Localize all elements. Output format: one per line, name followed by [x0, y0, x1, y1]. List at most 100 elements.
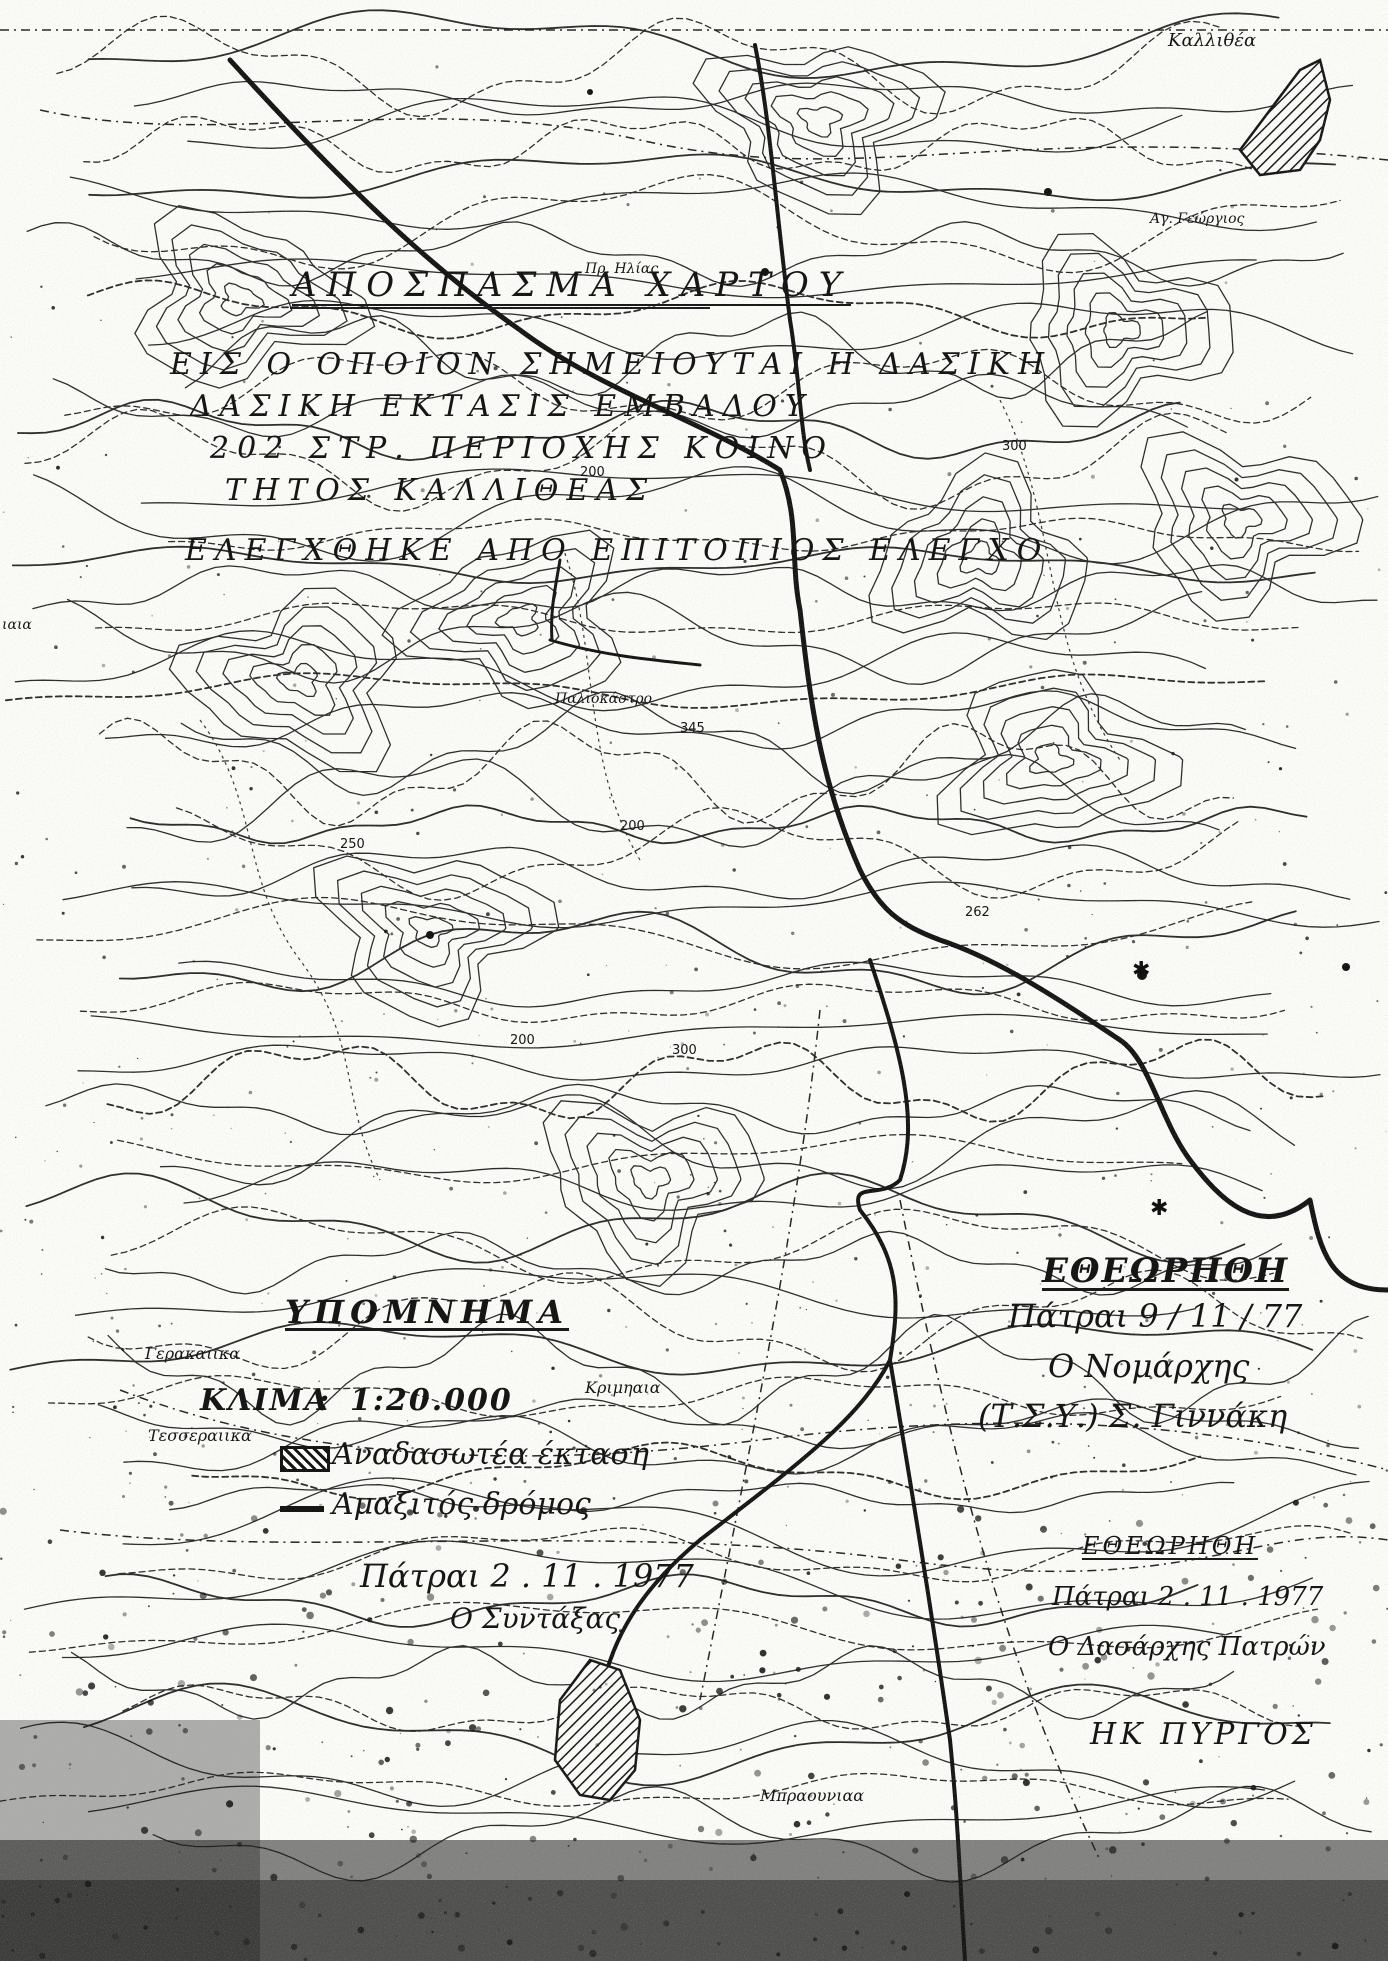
scan-speck: [1345, 712, 1349, 716]
scan-speck: [504, 1778, 508, 1781]
scan-speck: [1067, 883, 1071, 888]
scan-speck: [1354, 476, 1358, 481]
scan-speck: [203, 1533, 208, 1539]
scan-speck: [777, 1026, 780, 1028]
scan-speck: [669, 990, 674, 995]
scan-speck: [143, 1413, 146, 1417]
settlement-kallithea: [1238, 58, 1332, 177]
scan-speck: [10, 336, 12, 338]
hill-contour: [168, 587, 397, 773]
scan-speck: [1219, 169, 1222, 172]
scan-speck: [1103, 882, 1107, 885]
scan-speck: [231, 830, 234, 833]
scan-speck: [795, 1666, 801, 1672]
scan-speck: [1267, 761, 1270, 764]
scan-speck: [272, 1747, 276, 1751]
scan-speck: [406, 1420, 409, 1422]
scan-speck: [1025, 1583, 1033, 1591]
scan-speck: [1057, 1442, 1060, 1445]
review-stamp-signer: Ο Δασάρχης Πατρών: [1048, 1632, 1326, 1662]
hill-contour: [466, 584, 560, 655]
scan-speck: [392, 1477, 395, 1480]
hill-contour: [1084, 292, 1165, 368]
scan-speck: [1142, 1779, 1150, 1786]
scan-speck: [784, 1683, 787, 1685]
scan-speck: [1126, 1647, 1131, 1652]
scan-speck: [684, 509, 688, 512]
scan-speck: [727, 1455, 732, 1459]
scan-speck: [1108, 1520, 1111, 1522]
place-pr-ilias: Πρ. Ηλίας: [585, 261, 659, 277]
scan-speck: [357, 312, 360, 315]
scan-speck: [222, 1381, 225, 1384]
scan-speck: [1265, 401, 1269, 406]
scan-speck: [367, 1617, 373, 1623]
scan-speck: [181, 1777, 185, 1781]
contour-line: [74, 1268, 1197, 1319]
scan-speck: [318, 1380, 321, 1383]
scan-speck: [378, 1759, 385, 1766]
contour-line: [33, 466, 1379, 565]
scan-speck: [907, 1599, 911, 1603]
scan-speck: [375, 1071, 378, 1074]
elevation-300-right: 300: [1002, 439, 1027, 454]
scan-speck: [1079, 890, 1082, 892]
scan-speck: [897, 1675, 902, 1681]
scan-speck: [1150, 1173, 1153, 1176]
scan-speck: [139, 1137, 143, 1141]
scan-speck: [1050, 209, 1055, 213]
scan-speck: [1230, 407, 1232, 410]
scan-speck: [482, 1689, 490, 1697]
scan-speck: [426, 1593, 435, 1601]
scan-speck: [743, 1674, 746, 1676]
settlements: [553, 58, 1332, 1802]
scan-speck: [92, 1340, 95, 1343]
scan-speck: [1024, 1772, 1029, 1777]
scan-speck: [1353, 1349, 1358, 1353]
scan-speck: [236, 1714, 243, 1720]
scan-speck: [879, 1433, 881, 1435]
scan-speck: [781, 445, 783, 448]
hill-contour: [134, 205, 376, 389]
elevation-200-low: 200: [620, 819, 645, 834]
scan-speck: [137, 1402, 140, 1405]
scan-speck: [1040, 1525, 1047, 1533]
scan-speck: [718, 1202, 722, 1206]
scan-speck: [356, 801, 361, 805]
scan-speck: [122, 1495, 125, 1498]
scan-speck: [963, 1820, 966, 1823]
scan-speck: [665, 1348, 669, 1352]
contour-line: [129, 804, 1308, 845]
contour-line: [25, 1172, 1246, 1264]
scan-speck: [109, 1141, 113, 1144]
scan-speck: [1319, 1299, 1323, 1303]
scan-speck: [1124, 1266, 1126, 1268]
scan-speck: [550, 1790, 556, 1795]
scan-speck: [1224, 281, 1228, 285]
scan-speck: [537, 1736, 539, 1738]
hill-contour: [982, 706, 1129, 805]
scan-speck: [974, 1656, 982, 1665]
scan-speck: [1003, 1727, 1007, 1732]
scan-speck: [1211, 1126, 1214, 1128]
scan-speck: [572, 1446, 576, 1450]
contour-line: [23, 1540, 1314, 1620]
hill-contour: [313, 855, 560, 1028]
scan-speck: [1190, 1800, 1196, 1807]
scan-speck: [61, 545, 65, 548]
scan-speck: [490, 1007, 494, 1011]
contour-line: [11, 545, 1316, 585]
contour-line: [66, 590, 1203, 685]
scan-speck: [407, 1825, 409, 1828]
title-line-5: ΕΛΕΓΧΘΗΚΕ ΑΠΟ ΕΠΙΤΟΠΙΟΣ ΕΛΕΓΧΟ: [185, 533, 1050, 568]
scan-speck: [723, 1229, 727, 1233]
scan-speck: [918, 1294, 923, 1298]
scan-speck: [1029, 665, 1033, 669]
scan-speck: [374, 810, 379, 815]
scan-speck: [242, 380, 246, 384]
scan-speck: [362, 1449, 367, 1453]
scan-speck: [723, 1043, 726, 1046]
scan-speck: [167, 654, 172, 658]
scan-speck: [1312, 1644, 1316, 1648]
scan-speck: [742, 1407, 744, 1410]
